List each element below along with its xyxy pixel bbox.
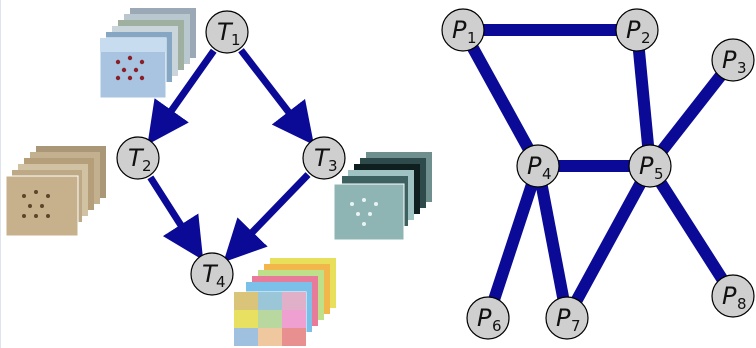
graph-edges xyxy=(465,24,729,306)
node-p6: P 6 xyxy=(466,296,510,340)
node-p7-circle xyxy=(545,296,589,340)
node-t3: T 3 xyxy=(302,136,346,180)
node-p6-circle xyxy=(466,296,510,340)
node-t4: T 4 xyxy=(190,252,234,296)
node-p4: P 4 xyxy=(516,144,560,188)
node-p1: P 1 xyxy=(441,8,485,52)
node-t2-circle xyxy=(116,136,160,180)
node-p1-circle xyxy=(441,8,485,52)
node-p5-letter: P xyxy=(639,152,654,180)
node-p2: P 2 xyxy=(615,8,659,52)
node-p8-circle xyxy=(711,274,755,318)
node-t1-circle xyxy=(205,10,249,54)
edge-p1-p4 xyxy=(465,41,536,155)
node-p6-letter: P xyxy=(477,304,492,332)
edge-p5-p7 xyxy=(569,178,648,306)
node-t2-subscript: 2 xyxy=(142,157,152,175)
node-t3-circle xyxy=(302,136,346,180)
node-t1-subscript: 1 xyxy=(231,31,241,49)
node-t3-letter: T xyxy=(314,144,331,172)
dag-edges xyxy=(147,48,314,263)
edge-p5-p8 xyxy=(654,177,729,285)
node-p4-subscript: 4 xyxy=(542,165,552,183)
edge-t3-t4 xyxy=(223,172,311,263)
thumbnail-stack-t2 xyxy=(5,146,106,237)
node-p3-circle xyxy=(711,38,755,82)
node-p1-subscript: 1 xyxy=(467,29,477,47)
node-p2-circle xyxy=(615,8,659,52)
thumbnail-stack-t3 xyxy=(333,152,432,241)
node-t2: T 2 xyxy=(116,136,160,180)
edge-p2-p5 xyxy=(632,46,655,150)
node-t1-letter: T xyxy=(217,18,234,46)
node-p8-subscript: 8 xyxy=(737,295,747,313)
node-t3-subscript: 3 xyxy=(328,157,338,175)
node-p7: P 7 xyxy=(545,296,589,340)
node-p7-letter: P xyxy=(556,304,571,332)
node-t1: T 1 xyxy=(205,10,249,54)
node-p4-circle xyxy=(516,144,560,188)
node-p2-subscript: 2 xyxy=(641,29,651,47)
node-t4-subscript: 4 xyxy=(216,273,226,291)
edge-t2-t4 xyxy=(147,175,204,261)
node-p3: P 3 xyxy=(711,38,755,82)
node-p4-letter: P xyxy=(527,152,542,180)
node-p8-letter: P xyxy=(722,282,737,310)
node-p2-letter: P xyxy=(626,16,641,44)
node-p1-letter: P xyxy=(452,16,467,44)
node-p5-subscript: 5 xyxy=(654,165,664,183)
edge-p4-p7 xyxy=(535,181,570,303)
node-p5: P 5 xyxy=(628,144,672,188)
node-p3-subscript: 3 xyxy=(737,59,747,77)
node-p6-subscript: 6 xyxy=(492,317,502,335)
node-t4-letter: T xyxy=(202,260,219,288)
node-p5-circle xyxy=(628,144,672,188)
thumbnail-stack-t4 xyxy=(233,258,336,347)
edge-p3-p5 xyxy=(655,69,728,157)
node-p3-letter: P xyxy=(722,46,737,74)
edge-p4-p6 xyxy=(487,180,539,304)
thumbnail-stack-t1 xyxy=(99,8,196,99)
node-t4-circle xyxy=(190,252,234,296)
edge-t1-t3 xyxy=(238,48,314,146)
node-p8: P 8 xyxy=(711,274,755,318)
edge-t1-t2 xyxy=(147,48,217,145)
node-p7-subscript: 7 xyxy=(571,317,581,335)
node-t2-letter: T xyxy=(128,144,145,172)
